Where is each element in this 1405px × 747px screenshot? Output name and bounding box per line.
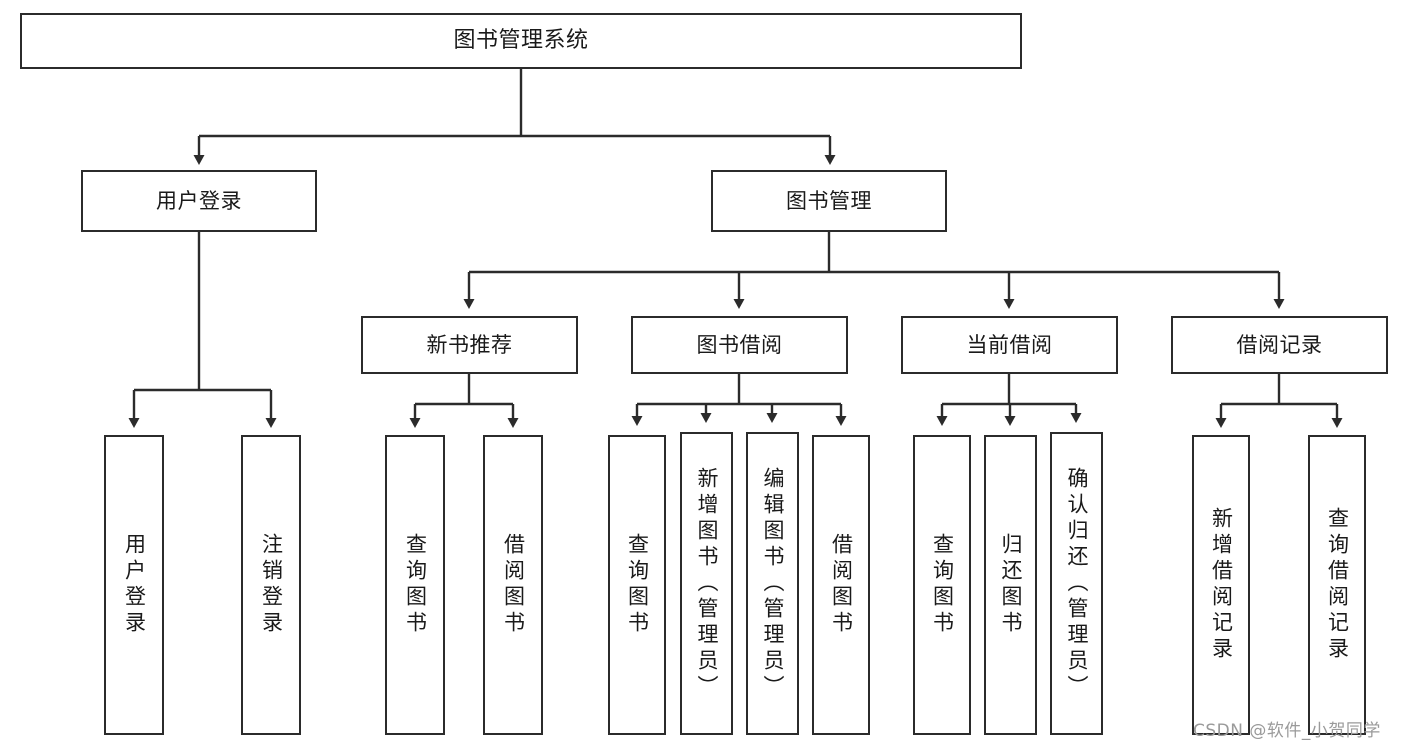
node-label: 查询借阅记录 (1325, 507, 1350, 663)
node-leaf-query-book-borrow[interactable]: 查询图书 (608, 435, 666, 735)
node-leaf-user-login[interactable]: 用户登录 (104, 435, 164, 735)
node-label: 归还图书 (999, 533, 1023, 637)
node-leaf-return-book[interactable]: 归还图书 (984, 435, 1037, 735)
node-label: 新书推荐 (426, 332, 513, 357)
node-label: 查询图书 (625, 533, 650, 637)
node-level3-book-borrow[interactable]: 图书借阅 (631, 316, 848, 374)
node-label: 查询图书 (403, 533, 428, 637)
node-leaf-add-book-admin[interactable]: 新增图书（管理员） (680, 432, 733, 735)
node-label: 借阅图书 (501, 533, 526, 637)
node-level3-new-book-recommend[interactable]: 新书推荐 (361, 316, 578, 374)
node-level3-current-borrow[interactable]: 当前借阅 (901, 316, 1118, 374)
node-label: 图书管理 (786, 188, 872, 213)
node-level2-user-login[interactable]: 用户登录 (81, 170, 317, 232)
node-label: 编辑图书（管理员） (761, 466, 785, 701)
node-label: 新增借阅记录 (1209, 507, 1234, 663)
node-leaf-query-book-recommend[interactable]: 查询图书 (385, 435, 445, 735)
node-root[interactable]: 图书管理系统 (20, 13, 1022, 69)
node-label: 借阅记录 (1236, 332, 1323, 357)
node-label: 借阅图书 (829, 533, 854, 637)
node-leaf-add-borrow-record[interactable]: 新增借阅记录 (1192, 435, 1250, 735)
node-leaf-confirm-return-admin[interactable]: 确认归还（管理员） (1050, 432, 1103, 735)
node-leaf-borrow-book[interactable]: 借阅图书 (812, 435, 870, 735)
node-leaf-edit-book-admin[interactable]: 编辑图书（管理员） (746, 432, 799, 735)
node-label: 用户登录 (156, 188, 242, 213)
node-label: 注销登录 (259, 533, 284, 637)
node-leaf-logout[interactable]: 注销登录 (241, 435, 301, 735)
node-label: 图书借阅 (696, 332, 783, 357)
node-label: 用户登录 (122, 533, 147, 637)
node-label: 查询图书 (930, 533, 955, 637)
node-label: 当前借阅 (966, 332, 1053, 357)
node-label: 图书管理系统 (453, 28, 589, 54)
node-label: 新增图书（管理员） (695, 466, 719, 701)
node-leaf-query-borrow-record[interactable]: 查询借阅记录 (1308, 435, 1366, 735)
node-leaf-borrow-book-recommend[interactable]: 借阅图书 (483, 435, 543, 735)
node-level2-book-management[interactable]: 图书管理 (711, 170, 947, 232)
node-label: 确认归还（管理员） (1065, 466, 1089, 701)
node-leaf-query-book-current[interactable]: 查询图书 (913, 435, 971, 735)
node-level3-borrow-records[interactable]: 借阅记录 (1171, 316, 1388, 374)
watermark: CSDN @软件_小贺同学 (1193, 721, 1381, 741)
